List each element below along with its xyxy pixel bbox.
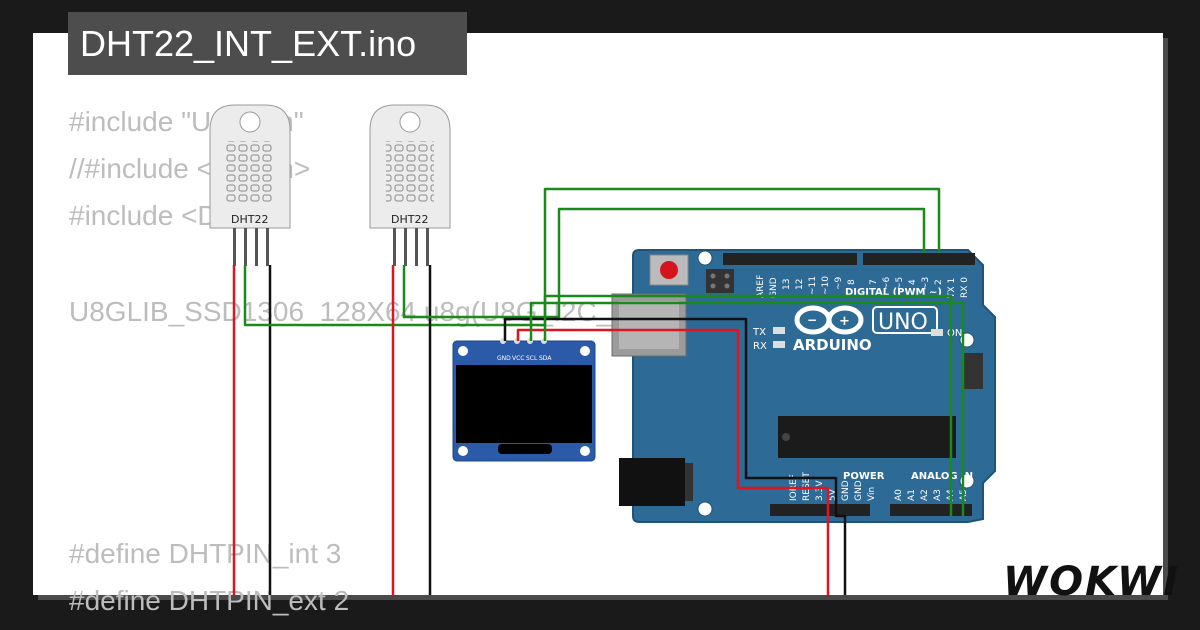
digital-label: DIGITAL (PWM ~) xyxy=(845,287,942,298)
pin-label: ~6 xyxy=(882,276,892,290)
pin-label: GND xyxy=(769,277,779,298)
pin-label: 2 xyxy=(934,279,944,285)
arduino-uno-board[interactable]: AREF GND 13 12 ~11 ~10 ~9 8 7 ~6 ~5 4 ~3… xyxy=(611,249,996,523)
pin-label: A0 xyxy=(894,489,904,501)
tx-rx-leds: TX RX xyxy=(752,327,785,352)
analog-header xyxy=(890,504,972,516)
uno-text: UNO xyxy=(878,310,928,335)
wire-green xyxy=(243,187,941,327)
wire-red xyxy=(516,328,830,595)
code-line: #define DHTPIN_ext 2 xyxy=(69,585,350,616)
power-label: POWER xyxy=(843,471,885,482)
usb-connector xyxy=(611,293,687,357)
pin-label: 8 xyxy=(847,279,857,285)
reset-button[interactable] xyxy=(649,254,689,286)
pin-label: TX 1 xyxy=(947,278,957,299)
pin-label: 3.3V xyxy=(815,480,825,501)
rx-label: RX xyxy=(753,341,767,352)
pin-label: SDA xyxy=(539,355,552,362)
wire-green xyxy=(529,301,965,516)
on-led xyxy=(931,329,943,336)
icsp-header xyxy=(706,269,734,293)
circuit-diagram: AREF GND 13 12 ~11 ~10 ~9 8 7 ~6 ~5 4 ~3… xyxy=(209,104,996,595)
pin-label: ~9 xyxy=(834,276,844,290)
wokwi-logo: WOKWI xyxy=(1003,559,1181,605)
oled-display[interactable]: GND VCC SCL SDA xyxy=(452,338,596,462)
svg-text:−: − xyxy=(807,313,817,327)
digital-pin-labels: AREF GND 13 12 ~11 ~10 ~9 8 7 ~6 ~5 4 ~3… xyxy=(756,275,970,299)
digital-header xyxy=(723,253,975,265)
uno-badge xyxy=(872,306,938,334)
on-label: ON xyxy=(947,328,962,339)
atmega-chip xyxy=(778,416,956,458)
pin-label: GND xyxy=(841,480,851,501)
project-title: DHT22_INT_EXT.ino xyxy=(68,12,467,75)
pin-label: AREF xyxy=(756,275,766,298)
side-icsp xyxy=(963,353,983,389)
pin-label: ~3 xyxy=(921,277,931,290)
wires xyxy=(232,187,965,595)
pin-label: GND xyxy=(854,480,864,501)
pin-label: ~11 xyxy=(808,276,818,295)
pin-label: 7 xyxy=(869,279,879,285)
power-jack xyxy=(619,458,693,506)
pin-label: SCL xyxy=(526,355,538,362)
dht22-sensor-internal[interactable]: DHT22 xyxy=(209,104,291,266)
dht22-sensor-external[interactable]: DHT22 xyxy=(369,104,451,266)
pin-label: GND xyxy=(497,355,511,362)
wire-green xyxy=(543,294,953,516)
oled-pin-labels: GND VCC SCL SDA xyxy=(497,355,552,362)
tx-label: TX xyxy=(752,327,766,338)
pin-label: A3 xyxy=(933,489,943,501)
dht-label: DHT22 xyxy=(391,213,428,226)
pin-label: ~10 xyxy=(821,276,831,295)
pin-label: RX 0 xyxy=(960,277,970,298)
wire-green xyxy=(402,207,926,319)
analog-label: ANALOG IN xyxy=(911,471,973,482)
pin-label: Vin xyxy=(867,487,877,501)
pin-label: 12 xyxy=(795,279,805,290)
arduino-logo: − + xyxy=(794,305,864,335)
pin-label: A1 xyxy=(907,489,917,501)
diagram-canvas[interactable]: #include "U8glib.h" //#include <Wire.h> … xyxy=(33,33,1178,616)
pin-label: 5V xyxy=(828,488,838,501)
power-header xyxy=(770,504,870,516)
svg-text:+: + xyxy=(839,314,850,329)
code-line: #define DHTPIN_int 3 xyxy=(69,538,342,569)
pin-label: RESET xyxy=(802,472,812,501)
pin-label: VCC xyxy=(512,355,524,362)
pin-label: 13 xyxy=(782,279,792,290)
pin-label: 4 xyxy=(908,279,918,285)
dht-label: DHT22 xyxy=(231,213,268,226)
pin-label: ~5 xyxy=(895,277,905,290)
arduino-text: ARDUINO xyxy=(793,336,872,354)
pin-label: A2 xyxy=(920,489,930,501)
